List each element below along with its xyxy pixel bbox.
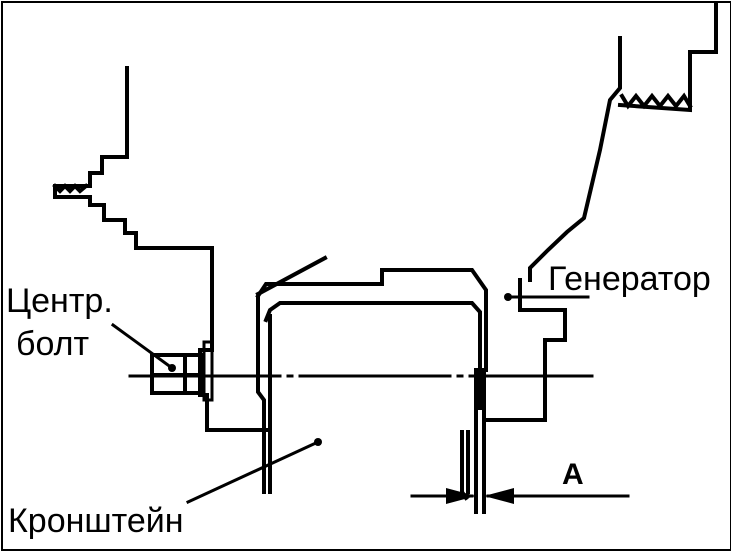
generator-housing-top xyxy=(617,3,718,113)
generator-housing-outline xyxy=(528,36,622,282)
bracket-sleeve-inner xyxy=(263,301,482,410)
bolt-washer xyxy=(202,340,214,402)
engine-block-teeth xyxy=(52,183,89,194)
dimension-a-arrow-right xyxy=(484,488,514,504)
bracket-top xyxy=(255,268,488,372)
label-generator: Генератор xyxy=(548,260,711,298)
label-center-bolt-line2: болт xyxy=(16,325,90,363)
bracket-lower-step xyxy=(460,430,469,501)
bracket-leader xyxy=(186,440,320,504)
center-bolt-leader xyxy=(110,322,175,371)
bracket-sleeve-outer xyxy=(256,296,266,494)
bracket-flange-line xyxy=(255,255,328,297)
generator-fins xyxy=(619,92,693,110)
generator-body xyxy=(482,278,567,422)
dimension-a-arrow-left xyxy=(446,488,476,504)
label-center-bolt-line1: Центр. xyxy=(6,282,113,320)
label-dimension-a: A xyxy=(562,458,584,491)
label-bracket: Кронштейн xyxy=(8,502,184,540)
